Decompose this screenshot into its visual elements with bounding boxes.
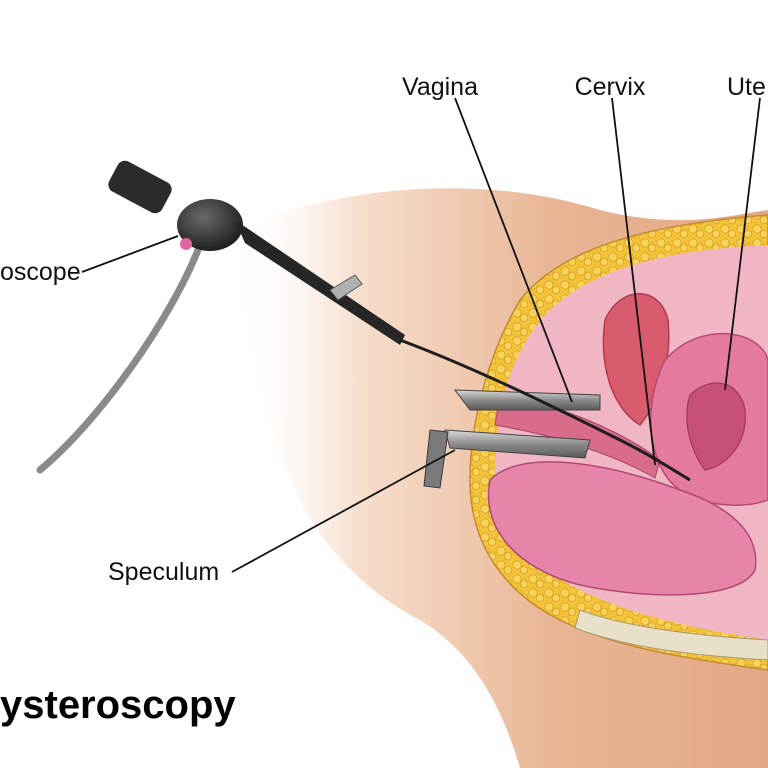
speculum-upper-blade bbox=[453, 389, 601, 411]
speculum bbox=[423, 389, 601, 489]
leader-vagina bbox=[454, 97, 573, 403]
hysteroscope bbox=[36, 160, 691, 482]
scope-bulb bbox=[177, 199, 243, 251]
scope-sheath bbox=[235, 220, 405, 345]
leader-lines bbox=[81, 97, 761, 573]
uterine-cavity bbox=[686, 382, 746, 471]
pelvic-cross-section bbox=[469, 214, 768, 671]
label-speculum: Speculum bbox=[108, 558, 219, 586]
diagram-title: ysteroscopy bbox=[0, 683, 236, 727]
label-uterus: Ute bbox=[727, 73, 766, 101]
light-port bbox=[180, 238, 192, 250]
label-vagina: Vagina bbox=[402, 73, 478, 101]
leader-cervix bbox=[611, 97, 656, 466]
scope-insertion-tube bbox=[399, 338, 691, 482]
label-hysteroscope: oscope bbox=[0, 258, 81, 286]
light-cable bbox=[36, 246, 202, 474]
label-cervix: Cervix bbox=[575, 73, 646, 101]
bowel-loop bbox=[487, 461, 757, 596]
eyepiece bbox=[108, 160, 172, 214]
speculum-lower-blade bbox=[444, 429, 591, 459]
leader-hysteroscope bbox=[81, 235, 179, 273]
valve-lever bbox=[329, 274, 363, 301]
leader-uterus bbox=[724, 97, 761, 391]
leader-speculum bbox=[231, 449, 456, 573]
speculum-handle bbox=[423, 429, 449, 489]
